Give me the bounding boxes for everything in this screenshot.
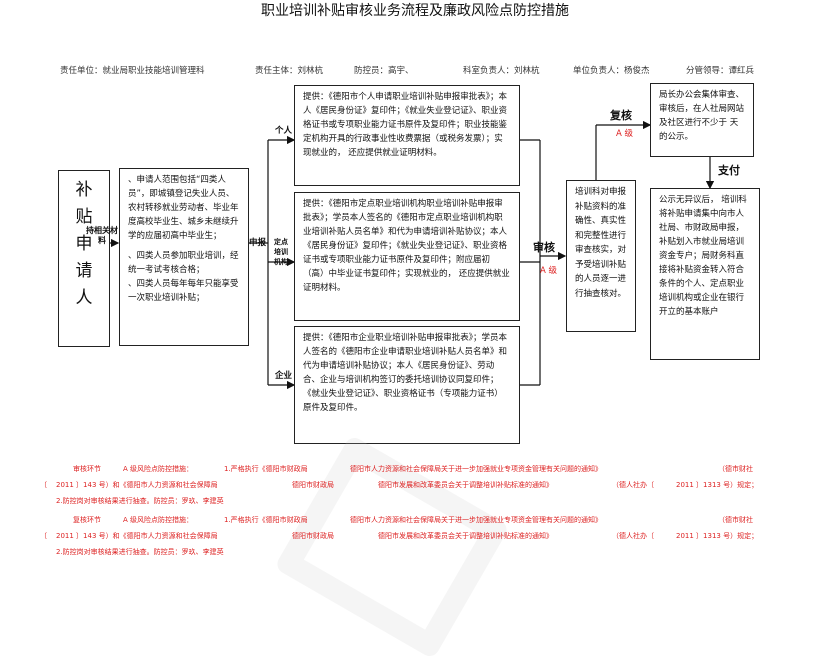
materials-person: 提供：《德阳市个人申请职业培训补贴申报审批表》；本人《居民身份证》复印件；《就业…	[294, 85, 520, 186]
footer-r1-d: 德阳市人力资源和社会保障局关于进一步加强就业专项资金管理有关问题的通知》	[350, 465, 602, 473]
recheck-risk-level: A 级	[616, 129, 634, 139]
apply-label: 申报	[249, 238, 267, 248]
footer-r2-a: 〔	[40, 481, 47, 489]
footer-r1-b: A 级风险点防控措施：	[123, 465, 194, 473]
controller: 防控员：高宇、	[354, 66, 414, 76]
footer-r2-b: 2011 〕143 号）和《德阳市人力资源和社会保障局	[56, 481, 218, 489]
pay-box: 公示无异议后， 培训科将补贴申请集中向市人社局、市财政局申报，补贴划入市就业局培…	[650, 188, 760, 360]
leader: 分管领导：谭红兵	[686, 66, 755, 76]
materials-enterprise: 提供：《德阳市企业职业培训补贴申报审批表》；学员本人签名的《德阳市企业申请职业培…	[294, 326, 520, 444]
condition-2: 、四类人员参加职业培训，经统一考试考核合格；	[128, 251, 239, 275]
footer-r5-e: （德人社办〔	[612, 532, 654, 540]
materials-institution: 提供：《德阳市定点职业培训机构职业培训补贴申报审批表》；学员本人签名的《德阳市定…	[294, 192, 520, 321]
footer-r4-c: 1.严格执行《德阳市财政局	[224, 516, 308, 524]
applicant-box: 补 贴 申 请 人	[58, 170, 110, 347]
conditions-box: 、申请人范围包括“四类人员”，即城镇登记失业人员、农村转移就业劳动者、毕业年度高…	[119, 168, 249, 346]
applicant-char: 人	[75, 288, 93, 308]
section-head: 科室负责人：刘林杭	[463, 66, 540, 76]
pay-label: 支付	[718, 164, 740, 177]
review-label: 审核	[533, 241, 555, 254]
responsible-unit: 责任单位：就业局职业技能培训管理科	[60, 66, 205, 76]
footer-r1-c: 1.严格执行《德阳市财政局	[224, 465, 308, 473]
condition-1: 、申请人范围包括“四类人员”，即城镇登记失业人员、农村转移就业劳动者、毕业年度高…	[128, 175, 239, 241]
footer-r4-d: 德阳市人力资源和社会保障局关于进一步加强就业专项资金管理有关问题的通知》	[350, 516, 602, 524]
flow-connectors	[110, 120, 715, 390]
footer-r3-a: 2.防控岗对审核结果进行抽查。防控员：罗玖、李建英	[56, 497, 224, 505]
footer-r2-d: 德阳市发展和改革委员会关于调整培训补贴标准的通知》	[378, 481, 553, 489]
footer-r5-a: 〔	[40, 532, 47, 540]
footer-r2-f: 2011 〕1313 号）规定；	[676, 481, 759, 489]
condition-3: 、四类人员每年每年只能享受一次职业培训补贴；	[128, 279, 239, 303]
applicant-char: 补	[75, 180, 93, 200]
footer-r1-a: 审核环节	[73, 465, 101, 473]
review-risk-level: A 级	[540, 266, 558, 276]
branch-label-enterprise: 企业	[275, 371, 293, 381]
applicant-char: 申	[75, 234, 93, 254]
footer-r2-e: （德人社办〔	[612, 481, 654, 489]
footer-r4-a: 复核环节	[73, 516, 101, 524]
footer-r4-b: A 级风险点防控措施：	[123, 516, 194, 524]
recheck-label: 复核	[610, 109, 632, 122]
footer-r6-a: 2.防控岗对审核结果进行抽查。防控员：罗玖、李建英	[56, 548, 224, 556]
submit-materials-label: 持相关材料	[86, 226, 118, 245]
footer-r5-c: 德阳市财政局	[292, 532, 334, 540]
unit-head: 单位负责人：杨俊杰	[573, 66, 650, 76]
footer-r5-b: 2011 〕143 号）和《德阳市人力资源和社会保障局	[56, 532, 218, 540]
responsible-subject: 责任主体：刘林杭	[255, 66, 324, 76]
applicant-char: 贴	[75, 207, 93, 227]
review-box: 培训科对申报补贴资料的准确性、真实性和完整性进行审查核实，对予受培训补贴的人员逐…	[566, 180, 636, 332]
branch-label-institution: 定点培训机构	[274, 238, 288, 266]
branch-label-person: 个人	[275, 126, 293, 136]
footer-r5-f: 2011 〕1313 号）规定；	[676, 532, 759, 540]
footer-r4-e: （德市财社	[718, 516, 753, 524]
page-title: 职业培训补贴审核业务流程及廉政风险点防控措施	[261, 3, 569, 19]
applicant-char: 请	[75, 261, 93, 281]
footer-r1-e: （德市财社	[718, 465, 753, 473]
footer-r5-d: 德阳市发展和改革委员会关于调整培训补贴标准的通知》	[378, 532, 553, 540]
recheck-box: 局长办公会集体审查、审核后，在人社局网站及社区进行不少于 天的公示。	[650, 83, 754, 157]
footer-r2-c: 德阳市财政局	[292, 481, 334, 489]
